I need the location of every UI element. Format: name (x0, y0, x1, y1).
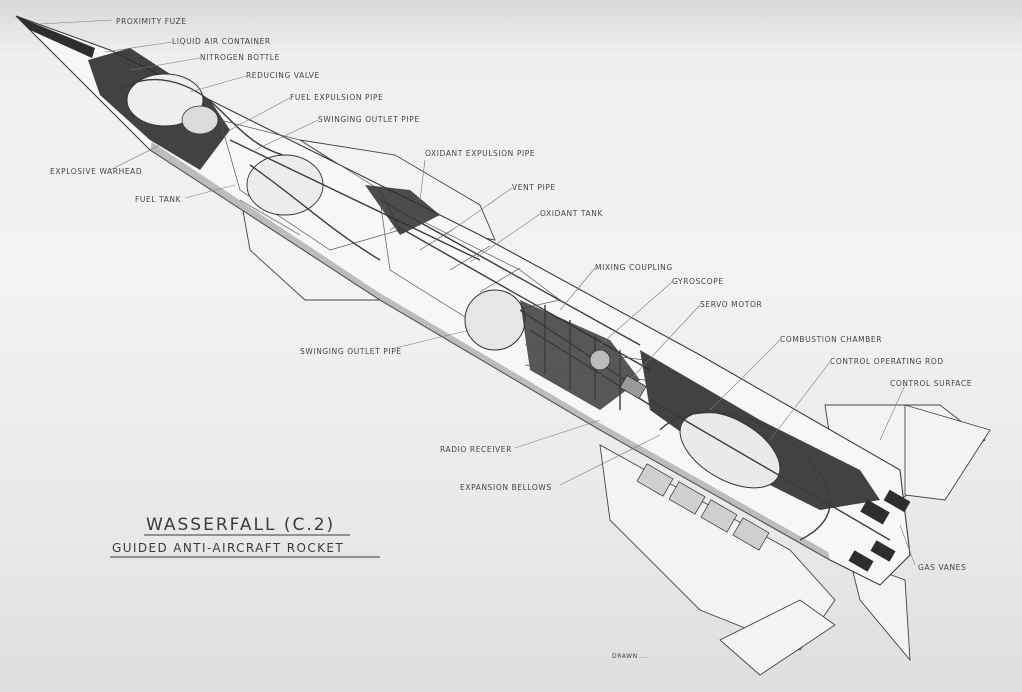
label-gyroscope: GYROSCOPE (672, 277, 724, 286)
label-vent-pipe: VENT PIPE (512, 183, 556, 192)
lower-tank-cells (636, 463, 770, 551)
control-operating-rod (649, 399, 891, 541)
label-combustion-chamber: COMBUSTION CHAMBER (780, 335, 882, 344)
label-mixing-coupling: MIXING COUPLING (595, 263, 673, 272)
oxidant-expulsion-pipe (379, 199, 641, 346)
label-proximity-fuze: PROXIMITY FUZE (116, 17, 187, 26)
hull-shade-lower (150, 142, 830, 560)
component-labels: PROXIMITY FUZE LIQUID AIR CONTAINER NITR… (50, 17, 972, 572)
diagram-subtitle: GUIDED ANTI-AIRCRAFT ROCKET (112, 541, 344, 555)
gas-vanes (848, 489, 911, 572)
label-oxidant-expulsion-pipe: OXIDANT EXPULSION PIPE (425, 149, 535, 158)
fuel-expulsion-pipe (229, 139, 481, 261)
lower-tail-fin (599, 444, 836, 651)
equipment-dark-block (520, 300, 640, 410)
label-liquid-air-container: LIQUID AIR CONTAINER (172, 37, 271, 46)
label-expansion-bellows: EXPANSION BELLOWS (460, 483, 552, 492)
label-fuel-expulsion-pipe: FUEL EXPULSION PIPE (290, 93, 383, 102)
label-gas-vanes: GAS VANES (918, 563, 966, 572)
label-oxidant-tank: OXIDANT TANK (540, 209, 603, 218)
rear-lower-fin (719, 599, 836, 676)
hull-shade-nose (16, 16, 95, 58)
diagram-title: WASSERFALL (C.2) (146, 515, 335, 535)
control-surface-upper-fin (904, 404, 991, 501)
swinging-outlet-pipe (249, 164, 381, 261)
radio-compartment (464, 289, 526, 351)
label-explosive-warhead: EXPLOSIVE WARHEAD (50, 167, 142, 176)
expansion-bellows (659, 411, 831, 541)
oxidant-cross-struts (389, 209, 521, 293)
label-servo-motor: SERVO MOTOR (700, 300, 762, 309)
fuel-tank-dark-band (239, 199, 301, 236)
nitrogen-bottle-pipe (119, 78, 301, 161)
label-control-operating-rod: CONTROL OPERATING ROD (830, 357, 944, 366)
leader-lines (39, 19, 916, 566)
servo-motor (619, 374, 647, 400)
label-reducing-valve: REDUCING VALVE (246, 71, 320, 80)
combustion-chamber (679, 411, 781, 489)
combustion-dark-region (640, 350, 880, 510)
drawing-note: DRAWN ... (612, 653, 648, 660)
label-control-surface: CONTROL SURFACE (890, 379, 972, 388)
label-fuel-tank: FUEL TANK (135, 195, 182, 204)
fuel-tank (246, 154, 324, 216)
label-nitrogen-bottle: NITROGEN BOTTLE (200, 53, 280, 62)
liquid-air-container (181, 105, 219, 135)
title-block: WASSERFALL (C.2) GUIDED ANTI-AIRCRAFT RO… (110, 515, 380, 558)
label-radio-receiver: RADIO RECEIVER (440, 445, 512, 454)
label-swinging-outlet-pipe-1: SWINGING OUTLET PIPE (318, 115, 420, 124)
label-swinging-outlet-pipe-2: SWINGING OUTLET PIPE (300, 347, 402, 356)
gyroscope (589, 349, 611, 371)
